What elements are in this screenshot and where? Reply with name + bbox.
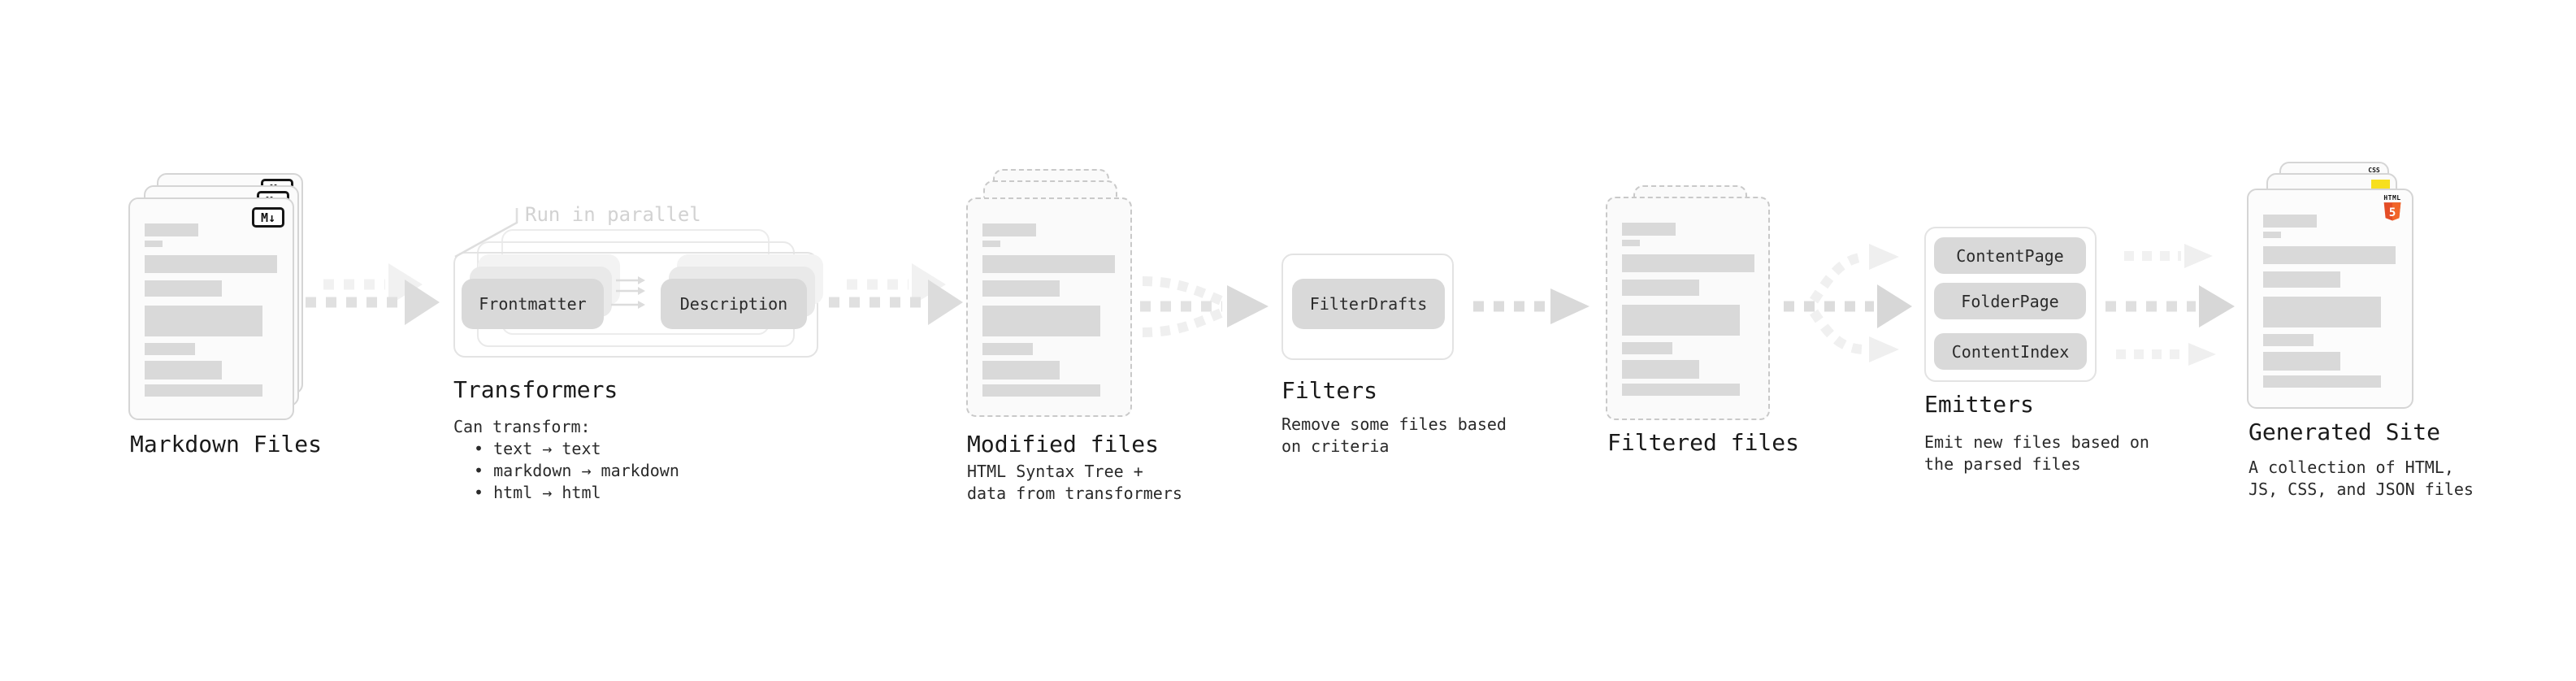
filters-container: FilterDrafts <box>1281 254 1454 360</box>
placeholder-bar <box>1622 384 1740 396</box>
placeholder-bar <box>982 343 1033 355</box>
placeholder-bar <box>2263 334 2314 346</box>
transformers-description: Can transform: • text → text • markdown … <box>453 416 679 504</box>
generated-site-description-line: JS, CSS, and JSON files <box>2249 479 2474 499</box>
placeholder-bar <box>2263 352 2340 371</box>
arrow-filtered-to-emitters-icon <box>1784 244 1912 362</box>
emitters-description: Emit new files based on the parsed files <box>1924 432 2149 475</box>
site-file-card-html: HTML 5 <box>2247 189 2413 409</box>
placeholder-bar <box>145 306 262 336</box>
js-badge-icon <box>2371 180 2390 189</box>
contentindex-pill-label: ContentIndex <box>1951 341 2070 362</box>
transformers-bullet: • markdown → markdown <box>474 461 679 480</box>
generated-site-description-line: A collection of HTML, <box>2249 458 2454 477</box>
note-leader-line <box>454 208 518 258</box>
arrow-emitters-to-site-icon <box>2105 244 2235 366</box>
filters-description-line: on criteria <box>1281 436 1390 456</box>
stage-title-modified-files: Modified files <box>967 431 1160 458</box>
arrow-markdown-to-transformers-icon <box>306 263 440 325</box>
arrow-filters-to-filtered-icon <box>1473 288 1589 324</box>
transformers-description-heading: Can transform: <box>453 417 591 436</box>
markdown-icon-label: M↓ <box>260 210 276 225</box>
emitters-description-line: Emit new files based on <box>1924 432 2149 452</box>
document-content-placeholder <box>2263 215 2396 388</box>
frontmatter-pill-label: Frontmatter <box>479 294 587 314</box>
arrow-modified-to-filters-icon <box>1140 276 1268 337</box>
placeholder-bar <box>145 241 163 247</box>
transformers-layer-front <box>453 252 818 358</box>
filtered-file-card-front <box>1606 197 1770 420</box>
placeholder-bar <box>145 255 277 273</box>
placeholder-bar <box>982 384 1100 397</box>
arrow-transformers-to-modified-icon <box>829 263 963 325</box>
placeholder-bar <box>1622 280 1699 296</box>
markdown-file-card-front: M↓ <box>128 197 294 420</box>
placeholder-bar <box>982 255 1115 273</box>
modified-files-description-line: data from transformers <box>967 484 1182 503</box>
filters-description-line: Remove some files based <box>1281 414 1507 434</box>
emitters-description-line: the parsed files <box>1924 454 2081 474</box>
document-content-placeholder <box>145 223 277 397</box>
css-badge-label: CSS <box>2368 167 2380 174</box>
svg-text:5: 5 <box>2389 206 2396 219</box>
placeholder-bar <box>145 280 222 297</box>
stage-title-emitters: Emitters <box>1924 391 2034 418</box>
generated-site-description: A collection of HTML, JS, CSS, and JSON … <box>2249 457 2474 501</box>
placeholder-bar <box>1622 360 1699 379</box>
placeholder-bar <box>145 384 262 397</box>
placeholder-bar <box>1622 240 1640 246</box>
transformers-bullet: • html → html <box>474 483 601 502</box>
document-content-placeholder <box>1622 223 1754 396</box>
placeholder-bar <box>2263 271 2340 288</box>
placeholder-bar <box>2263 297 2381 327</box>
frontmatter-pill: Frontmatter <box>462 279 604 329</box>
placeholder-bar <box>982 280 1060 297</box>
placeholder-bar <box>982 241 1000 247</box>
description-pill-label: Description <box>679 294 788 314</box>
contentpage-pill: ContentPage <box>1934 237 2086 274</box>
parallel-arrows-icon <box>611 276 645 309</box>
filterdrafts-pill-label: FilterDrafts <box>1309 294 1428 314</box>
markdown-file-icon: M↓ <box>252 207 284 228</box>
placeholder-bar <box>982 306 1100 336</box>
placeholder-bar <box>145 223 198 236</box>
folderpage-pill: FolderPage <box>1934 283 2086 319</box>
description-pill: Description <box>661 279 807 329</box>
stage-title-filters: Filters <box>1281 377 1378 404</box>
html5-icon: HTML 5 <box>2383 194 2402 221</box>
placeholder-bar <box>2263 215 2317 228</box>
emitters-container: ContentPage FolderPage ContentIndex <box>1924 227 2097 382</box>
placeholder-bar <box>982 223 1036 236</box>
document-content-placeholder <box>982 223 1115 397</box>
folderpage-pill-label: FolderPage <box>1961 291 2059 311</box>
contentindex-pill: ContentIndex <box>1934 333 2087 370</box>
placeholder-bar <box>1622 254 1754 272</box>
placeholder-bar <box>2263 375 2381 388</box>
transformers-bullet: • text → text <box>474 439 601 458</box>
placeholder-bar <box>1622 305 1740 336</box>
placeholder-bar <box>982 361 1060 380</box>
stage-title-generated-site: Generated Site <box>2249 419 2441 445</box>
placeholder-bar <box>145 343 195 355</box>
html5-icon-label: HTML <box>2383 194 2401 202</box>
placeholder-bar <box>2263 232 2281 238</box>
filterdrafts-pill: FilterDrafts <box>1292 279 1445 329</box>
filters-description: Remove some files based on criteria <box>1281 414 1507 458</box>
modified-files-description-line: HTML Syntax Tree + <box>967 462 1143 481</box>
placeholder-bar <box>2263 246 2396 264</box>
contentpage-pill-label: ContentPage <box>1956 245 2064 266</box>
stage-title-transformers: Transformers <box>453 376 618 403</box>
stage-title-filtered-files: Filtered files <box>1607 429 1800 456</box>
html5-shield: 5 <box>2383 202 2401 221</box>
modified-file-card-front <box>966 197 1132 417</box>
placeholder-bar <box>145 361 222 380</box>
run-in-parallel-note: Run in parallel <box>525 203 701 226</box>
placeholder-bar <box>1622 342 1672 354</box>
modified-files-description: HTML Syntax Tree + data from transformer… <box>967 461 1182 505</box>
stage-title-markdown-files: Markdown Files <box>130 431 323 458</box>
placeholder-bar <box>1622 223 1676 236</box>
